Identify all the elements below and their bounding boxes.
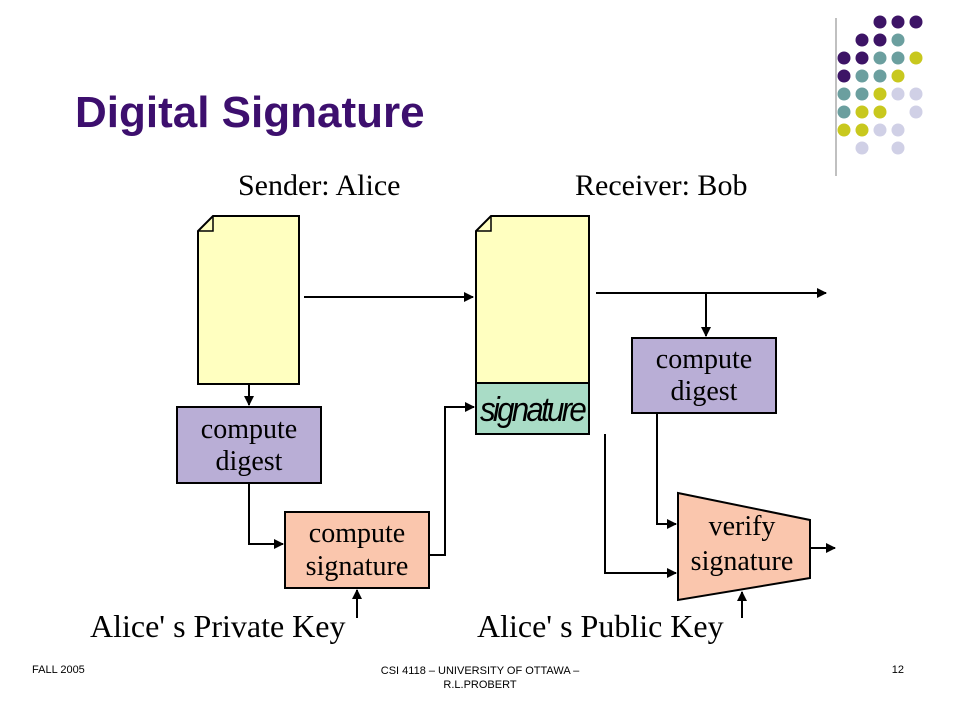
verify-signature-line2: signature: [691, 546, 794, 577]
footer-course-line2: R.L.PROBERT: [443, 679, 517, 691]
page-number: 12: [891, 664, 904, 676]
decorative-dot: [909, 51, 923, 65]
arrow-stamp-to-verify: [604, 434, 677, 578]
decorative-dot: [891, 87, 905, 101]
decorative-dot: [855, 141, 869, 155]
decorative-dot: [855, 69, 869, 83]
decorative-dot: [891, 15, 905, 29]
signature-stamp: [475, 382, 590, 435]
receiver-compute-digest-box: [631, 337, 777, 414]
decorative-dot: [891, 33, 905, 47]
decorative-dot: [909, 105, 923, 119]
decorative-dot: [855, 87, 869, 101]
decorative-dot: [855, 105, 869, 119]
compute-signature-line1: compute: [309, 518, 405, 549]
dot-grid-decoration: [837, 15, 923, 155]
arrow-digest-to-verify: [656, 413, 677, 529]
decorative-dot: [855, 51, 869, 65]
decorative-dot: [873, 105, 887, 119]
decorative-dot: [873, 123, 887, 137]
decorative-dot: [855, 33, 869, 47]
decorative-dot: [891, 123, 905, 137]
sender-compute-digest-line2: digest: [216, 446, 283, 477]
footer-course: CSI 4118 – UNIVERSITY OF OTTAWA – R.L.PR…: [312, 664, 648, 692]
receiver-compute-digest-line2: digest: [671, 376, 738, 407]
compute-signature-box: [284, 511, 430, 589]
decorative-dot: [855, 123, 869, 137]
slide-title: Digital Signature: [75, 88, 425, 137]
sender-label: Sender: Alice: [238, 169, 400, 202]
decorative-dot: [873, 33, 887, 47]
verify-signature-line1: verify: [709, 511, 776, 542]
arrow-signature-to-stamp: [429, 402, 475, 556]
decorative-dot: [873, 15, 887, 29]
compute-signature-line2: signature: [306, 551, 409, 582]
private-key-label: Alice' s Private Key: [90, 608, 345, 644]
decorative-dot: [837, 123, 851, 137]
receiver-label: Receiver: Bob: [575, 169, 747, 202]
digital-signature-diagram: Sender: Alice Receiver: Bob signature co…: [90, 169, 836, 644]
decorative-dot: [837, 87, 851, 101]
sender-compute-digest-box: [176, 406, 322, 484]
sender-compute-digest-line1: compute: [201, 414, 297, 445]
decorative-dot: [909, 87, 923, 101]
verify-signature-box: [677, 491, 811, 602]
decorative-dot: [873, 69, 887, 83]
signature-stamp-label: signature: [480, 391, 586, 429]
decorative-dot: [837, 105, 851, 119]
sender-document-icon: [197, 215, 300, 385]
decorative-dot: [837, 51, 851, 65]
decorative-dot: [891, 51, 905, 65]
receiver-compute-digest-line1: compute: [656, 344, 752, 375]
footer-course-line1: CSI 4118 – UNIVERSITY OF OTTAWA –: [380, 665, 580, 677]
public-key-label: Alice' s Public Key: [477, 608, 724, 644]
decorative-dot: [891, 69, 905, 83]
arrow-digest-to-signature: [248, 483, 284, 549]
decorative-dot: [909, 15, 923, 29]
decorative-dot: [873, 51, 887, 65]
decorative-dot: [891, 141, 905, 155]
footer-term: FALL 2005: [32, 664, 85, 676]
decorative-dot: [873, 87, 887, 101]
decorative-dot: [837, 69, 851, 83]
